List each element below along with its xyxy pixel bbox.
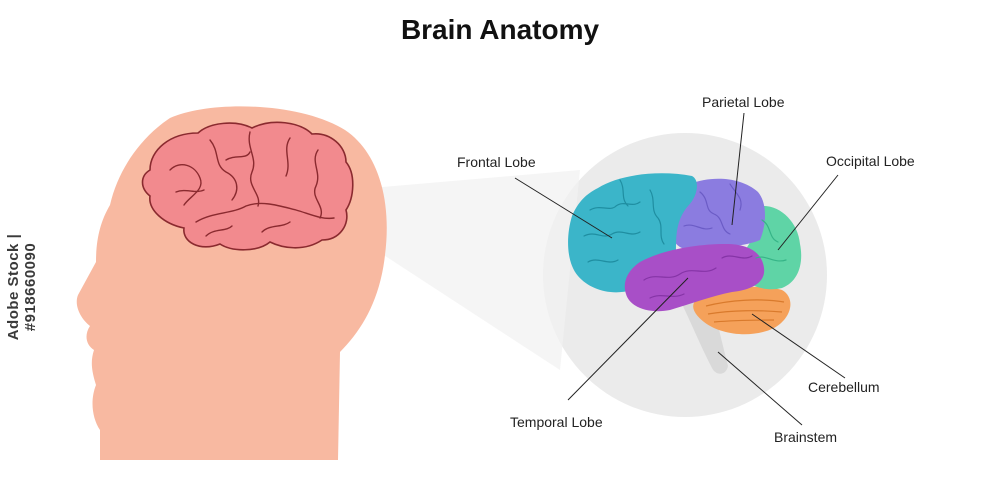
cerebellum-folds <box>705 299 785 323</box>
leader-cerebellum <box>751 313 846 379</box>
temporal-lobe <box>624 244 765 312</box>
leader-occipital <box>777 174 839 251</box>
frontal-lobe <box>568 173 697 293</box>
head-brain <box>141 121 354 251</box>
diagram-title: Brain Anatomy <box>400 14 600 45</box>
leader-temporal <box>567 277 689 401</box>
label-occipital-lobe: Occipital Lobe <box>826 153 915 169</box>
parietal-lobe <box>671 178 765 251</box>
leader-parietal <box>731 112 745 226</box>
leader-brainstem <box>717 351 803 426</box>
label-temporal-lobe: Temporal Lobe <box>510 414 603 430</box>
stock-credit: Adobe Stock | #918660090 <box>5 233 39 341</box>
head-brain-folds <box>169 131 335 237</box>
label-cerebellum: Cerebellum <box>808 379 880 395</box>
leader-lines <box>514 112 846 426</box>
zoomed-brain-folds <box>583 179 787 299</box>
label-parietal-lobe: Parietal Lobe <box>702 94 785 110</box>
label-frontal-lobe: Frontal Lobe <box>457 154 536 170</box>
label-brainstem: Brainstem <box>774 429 838 445</box>
leader-frontal <box>514 177 613 239</box>
